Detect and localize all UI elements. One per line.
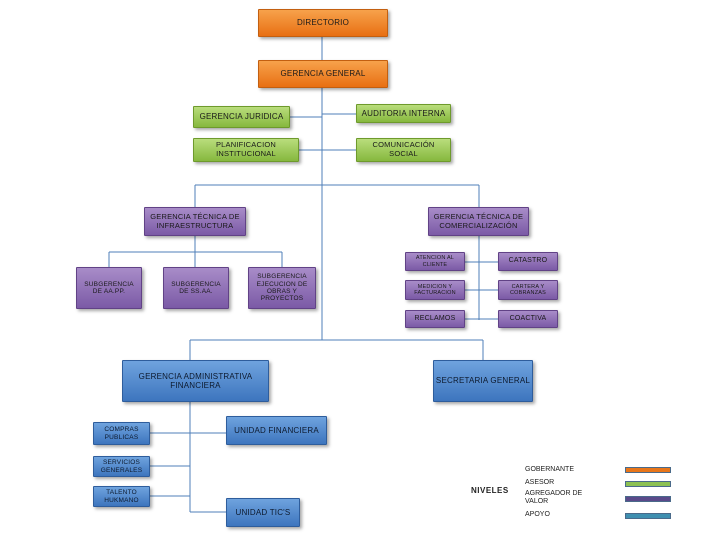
- gerencia-tecnica-infraestructura-box: GERENCIA TÉCNICA DE INFRAESTRUCTURA: [144, 207, 246, 236]
- legend-title: NIVELES: [471, 486, 509, 495]
- coactiva-box: COACTIVA: [498, 310, 558, 328]
- subgerencia-ejecucion-obras-box: SUBGERENCIA EJECUCION DE OBRAS Y PROYECT…: [248, 267, 316, 309]
- cartera-cobranzas-box: CARTERA Y COBRANZAS: [498, 280, 558, 300]
- unidad-financiera-box: UNIDAD FINANCIERA: [226, 416, 327, 445]
- legend-swatch-gobernante: [625, 467, 671, 473]
- compras-publicas-box: COMPRAS PUBLICAS: [93, 422, 150, 445]
- gerencia-tecnica-comercializacion-box: GERENCIA TÉCNICA DE COMERCIALIZACIÓN: [428, 207, 529, 236]
- planificacion-institucional-box: PLANIFICACION INSTITUCIONAL: [193, 138, 299, 162]
- comunicacion-social-box: COMUNICACIÓN SOCIAL: [356, 138, 451, 162]
- catastro-box: CATASTRO: [498, 252, 558, 271]
- secretaria-general-box: SECRETARIA GENERAL: [433, 360, 533, 402]
- legend-swatch-apoyo: [625, 513, 671, 519]
- reclamos-box: RECLAMOS: [405, 310, 465, 328]
- unidad-tics-box: UNIDAD TIC'S: [226, 498, 300, 527]
- auditoria-interna-box: AUDITORIA INTERNA: [356, 104, 451, 123]
- servicios-generales-box: SERVICIOS GENERALES: [93, 456, 150, 477]
- talento-humano-box: TALENTO HUKMANO: [93, 486, 150, 507]
- gerencia-administrativa-financiera-box: GERENCIA ADMINISTRATIVA FINANCIERA: [122, 360, 269, 402]
- subgerencia-ssaa-box: SUBGERENCIA DE SS.AA.: [163, 267, 229, 309]
- legend-label-gobernante: GOBERNANTE: [525, 466, 575, 473]
- legend-swatch-asesor: [625, 481, 671, 487]
- legend-label-agregador: AGREGADOR DE VALOR: [525, 490, 583, 506]
- subgerencia-aapp-box: SUBGERENCIA DE AA.PP.: [76, 267, 142, 309]
- gerencia-juridica-box: GERENCIA JURIDICA: [193, 106, 290, 128]
- atencion-cliente-box: ATENCION AL CLIENTE: [405, 252, 465, 271]
- legend-label-asesor: ASESOR: [525, 479, 555, 486]
- legend-label-apoyo: APOYO: [525, 511, 550, 518]
- legend-swatch-agregador: [625, 496, 671, 502]
- gerencia-general-box: GERENCIA GENERAL: [258, 60, 388, 88]
- directorio-box: DIRECTORIO: [258, 9, 388, 37]
- medicion-facturacion-box: MEDICION Y FACTURACION: [405, 280, 465, 300]
